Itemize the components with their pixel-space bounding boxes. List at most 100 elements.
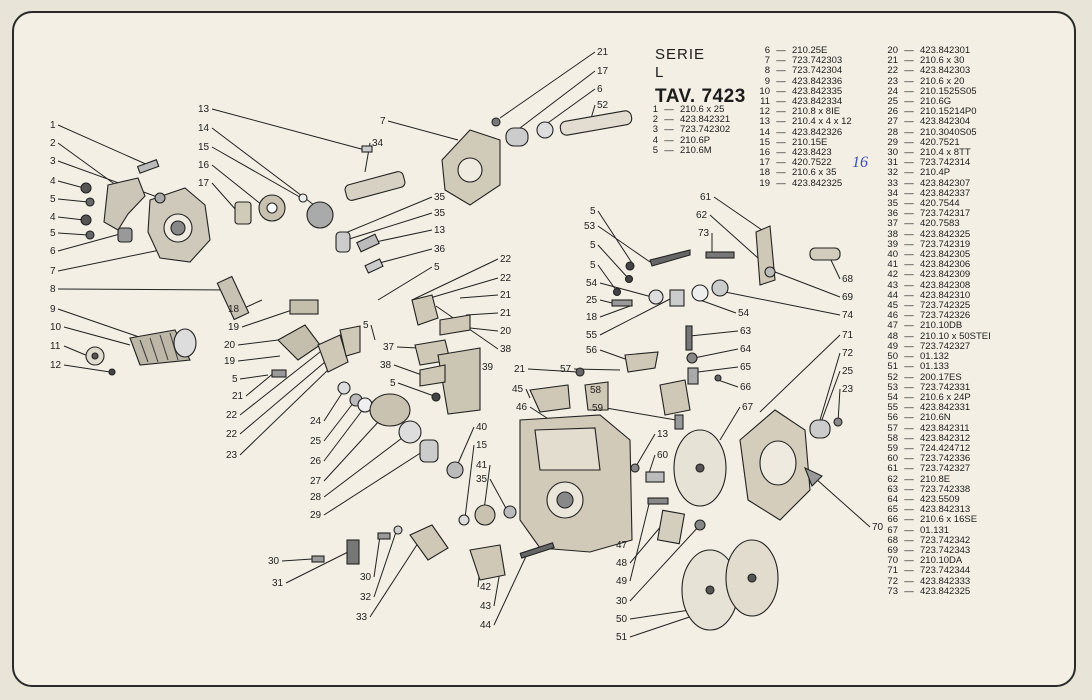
dash: —	[904, 320, 914, 332]
part-number: 27	[887, 116, 898, 128]
part-number: 2	[652, 114, 658, 126]
callout-23: 23	[226, 450, 238, 461]
dash: —	[904, 534, 914, 546]
callout-64-leader	[693, 348, 739, 359]
callout-22b: 22	[226, 429, 238, 440]
part-number: 6	[764, 45, 770, 56]
callout-11-leader	[63, 345, 89, 357]
dash: —	[904, 514, 914, 526]
callout-71-leader	[759, 334, 841, 413]
lever-23	[317, 334, 349, 373]
block-39	[437, 347, 481, 415]
parts-list-row: 38—423.842325	[880, 228, 991, 240]
part-number: 66	[887, 514, 898, 526]
plate-38	[411, 294, 439, 326]
dash: —	[904, 361, 914, 373]
dash: —	[776, 116, 786, 128]
dash: —	[776, 45, 786, 56]
callout-21e-leader	[527, 368, 579, 373]
dash: —	[904, 136, 914, 148]
callout-5f: 5	[390, 378, 396, 389]
callout-22: 22	[226, 410, 238, 421]
nut-4b	[80, 214, 92, 226]
pin-60	[645, 471, 665, 483]
callout-59-leader	[605, 407, 677, 421]
parts-list-row: 22—423.842303	[880, 66, 991, 76]
callout-5h-leader	[597, 244, 629, 279]
part-number: 70	[887, 555, 898, 567]
part-number: 42	[887, 269, 898, 281]
callout-17: 17	[597, 66, 609, 77]
bush-35c	[503, 505, 517, 519]
parts-list-row: 62—210.8E	[880, 474, 991, 485]
callout-35c: 35	[476, 474, 488, 485]
part-number: 44	[887, 289, 898, 301]
part-number: 69	[887, 544, 898, 556]
part-code: 210.6 x 16SE	[920, 514, 978, 526]
parts-list-row: 26—210.15214P0	[880, 107, 991, 117]
parts-list-row: 27—423.842304	[880, 117, 991, 127]
nut-64	[686, 352, 698, 364]
parts-list-row: 34—423.842337	[880, 188, 991, 199]
part-code: 210.6 x 30	[920, 55, 965, 67]
dash: —	[904, 575, 914, 587]
callout-19b-leader	[237, 355, 281, 362]
part-code: 723.742304	[792, 65, 843, 77]
callout-4-leader	[57, 180, 85, 189]
screw-1	[136, 159, 160, 174]
callout-21e: 21	[514, 364, 526, 375]
dash: —	[904, 208, 914, 220]
part-number: 21	[887, 55, 898, 67]
dash: —	[904, 157, 914, 169]
callout-24: 24	[310, 416, 322, 427]
bush-29	[419, 439, 439, 463]
callout-53-leader	[597, 225, 651, 263]
callout-10: 10	[50, 322, 62, 333]
callout-47: 47	[616, 540, 628, 551]
dash: —	[904, 167, 914, 179]
dash: —	[904, 228, 914, 240]
part-number: 23	[887, 75, 898, 87]
part-number: 43	[887, 279, 898, 291]
callout-9: 9	[50, 304, 56, 315]
part-code: 423.842313	[920, 504, 971, 516]
part-code: 423.842305	[920, 249, 971, 261]
parts-list-row: 68—723.742342	[880, 534, 991, 546]
callout-21b: 21	[232, 391, 244, 402]
part-code: 423.842311	[920, 422, 970, 434]
plate-42	[469, 544, 506, 581]
callout-55: 55	[586, 330, 598, 341]
part-code: 423.842325	[792, 177, 843, 189]
washer-3	[154, 192, 166, 204]
callout-42: 42	[480, 582, 492, 593]
parts-list-row: 5—210.6M	[640, 145, 730, 156]
parts-list-row: 8—723.742304	[752, 66, 852, 76]
part-number: 59	[887, 442, 898, 454]
dash: —	[664, 134, 674, 146]
bush-69	[764, 266, 776, 278]
callout-7b: 7	[50, 266, 56, 277]
parts-list-row: 59—724.424712	[880, 442, 991, 454]
callout-5d-leader	[239, 374, 269, 380]
plate-58	[584, 381, 609, 411]
part-code: 724.424712	[920, 442, 971, 454]
part-number: 45	[887, 300, 898, 312]
part-number: 28	[887, 126, 898, 138]
dash: —	[904, 493, 914, 505]
dash: —	[904, 340, 914, 352]
spring-9	[129, 328, 197, 366]
plate-45	[529, 384, 571, 413]
callout-5-leader	[57, 198, 89, 203]
parts-list-row: 60—723.742336	[880, 453, 991, 464]
dash: —	[904, 106, 914, 118]
part-number: 20	[887, 45, 898, 56]
parts-list-row: 51—01.133	[880, 362, 991, 372]
parts-list-row: 29—420.7521	[880, 136, 991, 148]
callout-63-leader	[689, 330, 739, 337]
dash: —	[904, 565, 914, 577]
part-number: 51	[887, 361, 898, 373]
pin-59	[674, 414, 684, 430]
part-number: 11	[760, 96, 770, 108]
parts-list-row: 47—210.10DB	[880, 321, 991, 331]
part-number: 40	[887, 249, 898, 261]
